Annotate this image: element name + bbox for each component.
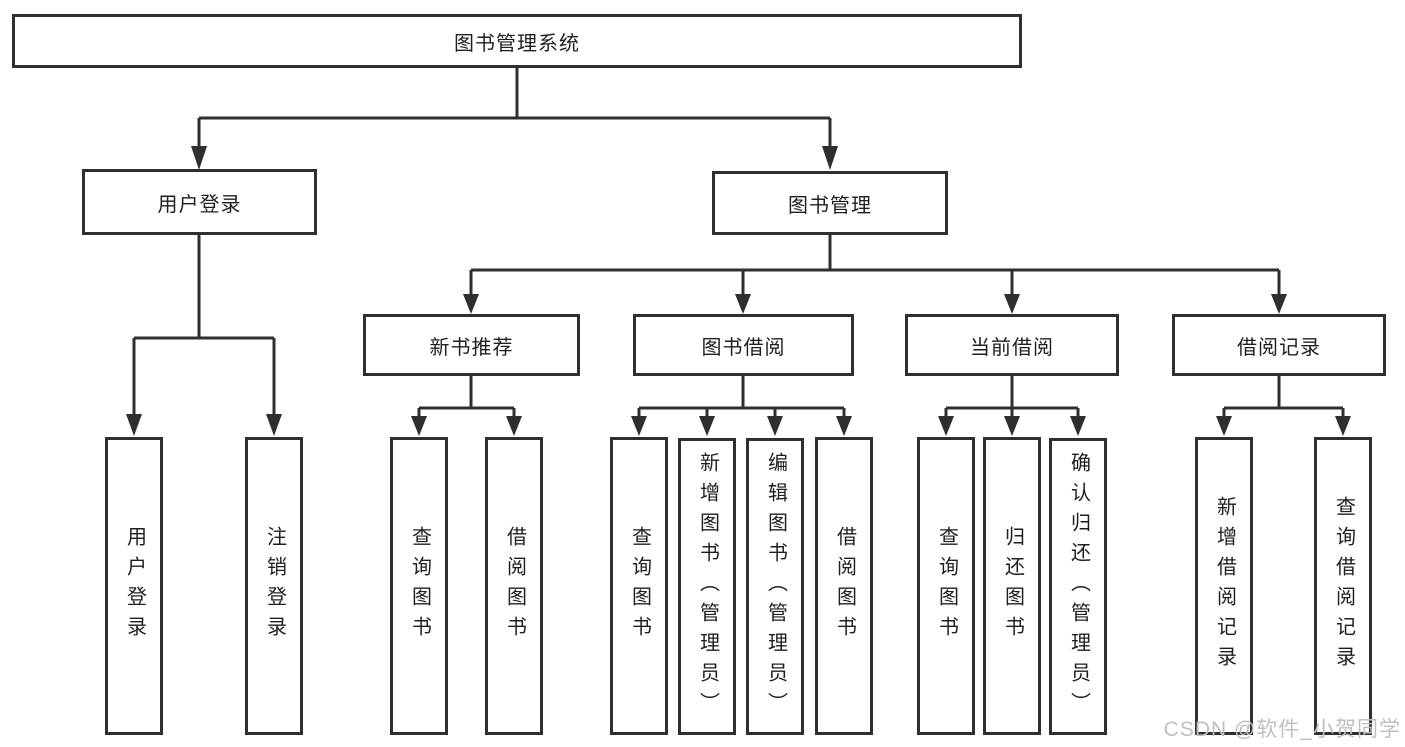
leaf-add-borrow-record-label: 新增借阅记录 bbox=[1213, 496, 1236, 676]
leaf-query-books-current: 查询图书 bbox=[917, 437, 975, 735]
node-book-management: 图书管理 bbox=[712, 171, 948, 235]
leaf-return-books: 归还图书 bbox=[983, 437, 1041, 735]
leaf-add-books-admin-label: 新增图书（管理员） bbox=[696, 451, 719, 722]
leaf-query-books-recommend-label: 查询图书 bbox=[408, 526, 431, 646]
node-current-borrowing: 当前借阅 bbox=[905, 314, 1119, 376]
node-borrowing-records-label: 借阅记录 bbox=[1237, 336, 1321, 359]
leaf-return-books-label: 归还图书 bbox=[1001, 526, 1024, 646]
node-new-book-recommendation: 新书推荐 bbox=[363, 314, 580, 376]
leaf-query-borrow-record: 查询借阅记录 bbox=[1314, 437, 1372, 735]
leaf-query-books-recommend: 查询图书 bbox=[390, 437, 448, 735]
node-root: 图书管理系统 bbox=[12, 14, 1022, 68]
leaf-add-books-admin: 新增图书（管理员） bbox=[678, 438, 736, 735]
leaf-edit-books-admin: 编辑图书（管理员） bbox=[746, 438, 804, 735]
leaf-query-books-borrowing-label: 查询图书 bbox=[628, 526, 651, 646]
node-book-borrowing-label: 图书借阅 bbox=[701, 336, 786, 359]
leaf-query-books-current-label: 查询图书 bbox=[935, 526, 958, 646]
leaf-borrow-books-borrowing: 借阅图书 bbox=[815, 437, 873, 735]
leaf-borrow-books-recommend: 借阅图书 bbox=[485, 437, 543, 735]
leaf-logout-label: 注销登录 bbox=[263, 526, 286, 646]
leaf-logout: 注销登录 bbox=[245, 437, 303, 735]
leaf-query-books-borrowing: 查询图书 bbox=[610, 437, 668, 735]
leaf-user-login: 用户登录 bbox=[105, 437, 163, 735]
node-borrowing-records: 借阅记录 bbox=[1172, 314, 1386, 376]
leaf-borrow-books-borrowing-label: 借阅图书 bbox=[833, 526, 856, 646]
leaf-user-login-label: 用户登录 bbox=[123, 526, 146, 646]
leaf-confirm-return-admin-label: 确认归还（管理员） bbox=[1067, 451, 1090, 722]
node-user-login-label: 用户登录 bbox=[157, 193, 242, 216]
node-current-borrowing-label: 当前借阅 bbox=[970, 336, 1054, 359]
node-user-login: 用户登录 bbox=[82, 169, 317, 235]
node-new-book-recommendation-label: 新书推荐 bbox=[429, 336, 514, 359]
leaf-query-borrow-record-label: 查询借阅记录 bbox=[1332, 496, 1355, 676]
leaf-confirm-return-admin: 确认归还（管理员） bbox=[1049, 438, 1107, 735]
node-book-borrowing: 图书借阅 bbox=[633, 314, 854, 376]
leaf-add-borrow-record: 新增借阅记录 bbox=[1195, 437, 1253, 735]
node-root-label: 图书管理系统 bbox=[454, 32, 580, 55]
leaf-borrow-books-recommend-label: 借阅图书 bbox=[503, 526, 526, 646]
leaf-edit-books-admin-label: 编辑图书（管理员） bbox=[764, 451, 787, 722]
watermark: CSDN @软件_小贺同学 bbox=[1163, 718, 1401, 741]
node-book-management-label: 图书管理 bbox=[788, 194, 872, 217]
